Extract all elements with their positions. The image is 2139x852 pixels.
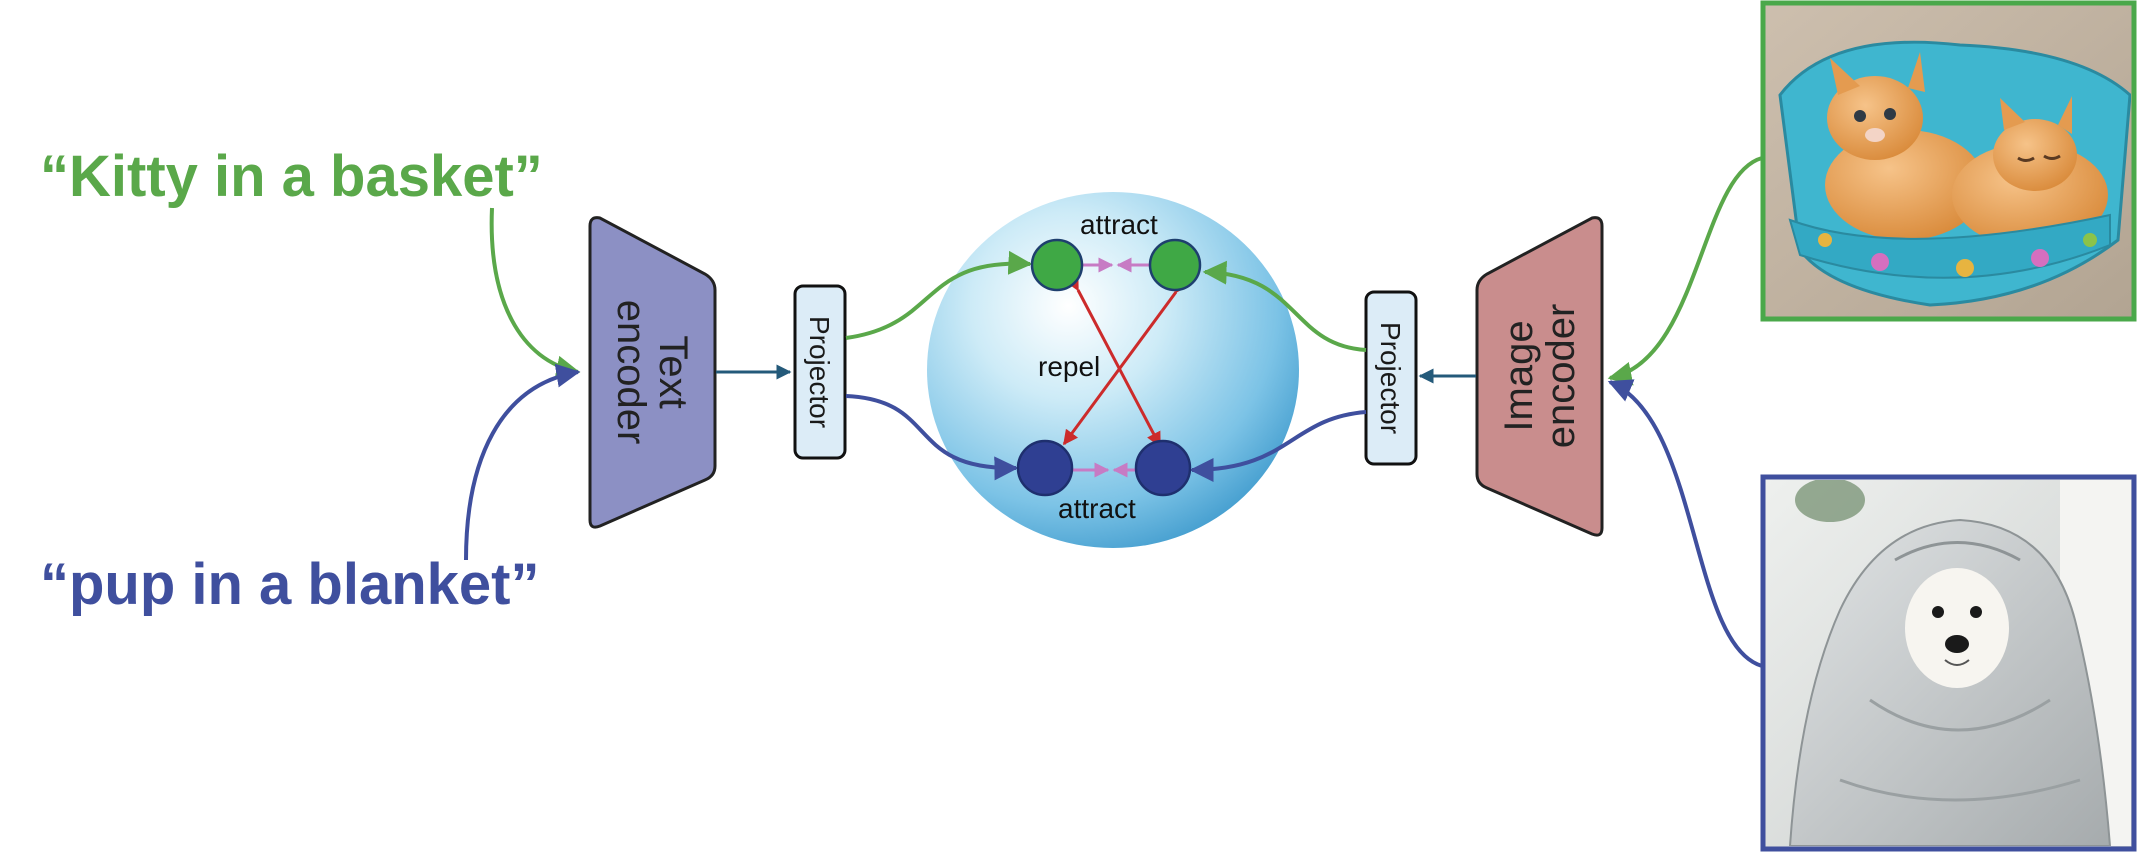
projector-left: Projector bbox=[793, 284, 847, 460]
text-embedding-cat-node bbox=[1030, 238, 1084, 292]
dog-photo bbox=[1760, 474, 2137, 852]
text-encoder: Text encoder bbox=[588, 216, 717, 529]
cat-photo bbox=[1760, 0, 2137, 322]
caption-pup-in-a-blanket: “pup in a blanket” bbox=[40, 552, 540, 617]
dog-caption-to-text-encoder-arrow bbox=[464, 363, 581, 561]
caption-kitty-in-a-basket: “Kitty in a basket” bbox=[40, 144, 543, 209]
text-encoder-label-line1: Text bbox=[651, 335, 695, 408]
text-projector-to-blue-node-arrow bbox=[845, 394, 1019, 481]
cat-image-to-image-encoder-arrow bbox=[1607, 156, 1763, 386]
kitten-right-head bbox=[1993, 119, 2077, 191]
attract-bottom-label: attract bbox=[1058, 493, 1136, 524]
attract-top-label: attract bbox=[1080, 209, 1158, 240]
puppy-face bbox=[1905, 568, 2009, 688]
image-projector-to-green-node-arrow bbox=[1202, 260, 1367, 352]
projector-right: Projector bbox=[1364, 290, 1418, 466]
image-encoder-label-line2: encoder bbox=[1539, 304, 1583, 449]
cat-caption-to-text-encoder-arrow bbox=[489, 207, 581, 380]
image-embedding-cat-node bbox=[1148, 238, 1202, 292]
dog-image-to-image-encoder-arrow bbox=[1607, 379, 1763, 668]
text-embedding-dog-node bbox=[1016, 439, 1074, 497]
projector-right-label: Projector bbox=[1375, 322, 1406, 434]
repel-label: repel bbox=[1038, 351, 1100, 382]
repel-arrow-b bbox=[1062, 276, 1191, 446]
image-encoder-label-line1: Image bbox=[1497, 320, 1541, 431]
image-projector-to-blue-node-arrow bbox=[1189, 410, 1367, 482]
image-embedding-dog-node bbox=[1134, 439, 1192, 497]
text-projector-to-green-node-arrow bbox=[845, 250, 1033, 340]
text-encoder-label-line2: encoder bbox=[609, 300, 653, 445]
embedding-space: attract repel attract bbox=[845, 192, 1367, 548]
projector-left-label: Projector bbox=[804, 316, 835, 428]
image-encoder: Image encoder bbox=[1475, 216, 1604, 537]
kitten-left-head bbox=[1827, 76, 1923, 160]
